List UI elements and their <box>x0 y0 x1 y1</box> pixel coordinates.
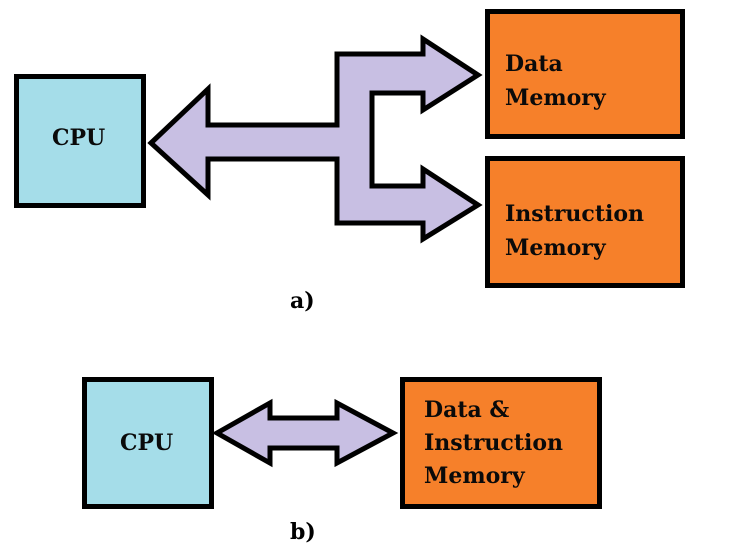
caption-b: b) <box>290 519 316 545</box>
data-memory-box: Data Memory <box>485 9 685 139</box>
cpu-label-a: CPU <box>52 125 106 151</box>
caption-a: a) <box>290 288 315 314</box>
combined-memory-label-line2: Instruction <box>424 430 564 456</box>
instruction-memory-label-line2: Memory <box>505 235 606 261</box>
cpu-box-a: CPU <box>14 74 146 208</box>
cpu-label-b: CPU <box>120 430 174 456</box>
data-memory-label-line2: Memory <box>505 85 606 111</box>
data-instruction-memory-box: Data & Instruction Memory <box>400 377 602 509</box>
instruction-memory-box: Instruction Memory <box>485 156 685 288</box>
cpu-box-b: CPU <box>82 377 214 509</box>
instruction-memory-label-line1: Instruction <box>505 201 645 227</box>
combined-memory-label-line3: Memory <box>424 463 525 489</box>
bus-arrow-b <box>211 398 399 468</box>
data-memory-label-line1: Data <box>505 51 563 77</box>
bus-arrow-a <box>147 34 483 244</box>
combined-memory-label-line1: Data & <box>424 397 510 423</box>
